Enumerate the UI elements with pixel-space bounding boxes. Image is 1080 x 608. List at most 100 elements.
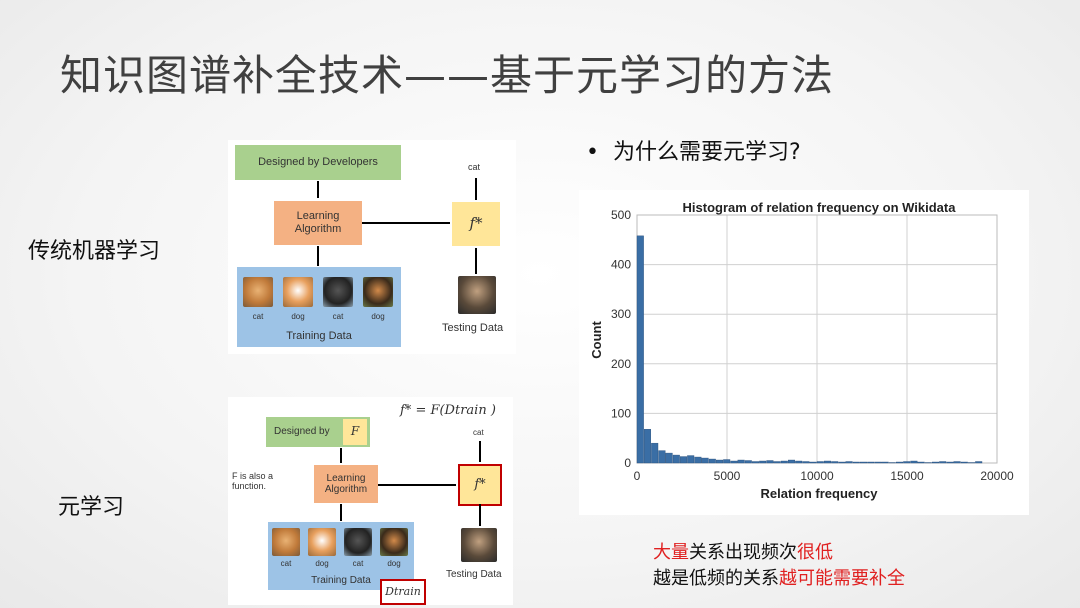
histogram-bar	[730, 460, 738, 464]
note-line-1: 大量关系出现频次很低	[653, 538, 833, 564]
histogram-bar	[773, 461, 781, 464]
traditional-ml-diagram: Designed by Developers Learning Algorith…	[228, 140, 516, 354]
d-train-box: Dtrain	[380, 579, 426, 605]
designed-by-label: Designed by	[274, 426, 330, 438]
histogram-bar	[694, 456, 702, 464]
note-line-2: 越是低频的关系越可能需要补全	[653, 564, 905, 590]
learning-algorithm-box: Learning Algorithm	[274, 201, 362, 245]
histogram-bar	[701, 457, 709, 464]
arrow-right-icon	[362, 222, 450, 224]
y-tick-label: 200	[611, 357, 631, 371]
histogram-bar	[759, 460, 767, 464]
note-2-red: 越可能需要补全	[779, 568, 905, 589]
f-star-box: f*	[452, 202, 500, 246]
histogram-bar	[816, 461, 824, 464]
y-tick-label: 0	[624, 456, 631, 470]
dog-image-b2	[380, 528, 408, 556]
histogram-bar	[802, 461, 810, 464]
histogram-bar	[809, 461, 817, 464]
x-axis-label: Relation frequency	[760, 486, 878, 501]
x-tick-label: 15000	[890, 469, 924, 483]
label-meta-learning: 元学习	[58, 495, 125, 520]
arrow-up-icon	[475, 178, 477, 200]
histogram-bar	[744, 460, 752, 464]
f-star-box-b: f*	[458, 464, 502, 506]
caption-cat: cat	[252, 312, 264, 321]
arrow-up-icon-2	[317, 246, 319, 266]
f-function-note: F is also a function.	[232, 471, 274, 491]
histogram-bar	[896, 461, 904, 464]
chart-title: Histogram of relation frequency on Wikid…	[683, 200, 957, 215]
y-tick-label: 100	[611, 406, 631, 420]
why-meta-learning-bullet: • 为什么需要元学习?	[586, 134, 801, 166]
arrow-up-icon-b2	[340, 504, 342, 521]
histogram-bar	[679, 456, 687, 464]
histogram-bar	[651, 442, 659, 464]
bullet-text: 为什么需要元学习?	[612, 140, 801, 165]
arrow-up-icon-3	[475, 248, 477, 274]
histogram-bar	[932, 461, 940, 464]
histogram-bar	[917, 461, 925, 464]
formula-text: f* = F(Dtrain )	[400, 403, 496, 418]
caption-cat-b: cat	[280, 559, 292, 568]
histogram-bar	[708, 458, 716, 464]
caption-cat-2: cat	[332, 312, 344, 321]
dog-image	[283, 277, 313, 307]
histogram-bar	[831, 461, 839, 464]
y-tick-label: 400	[611, 258, 631, 272]
histogram-bar	[852, 461, 860, 464]
histogram-bar	[665, 452, 673, 464]
histogram-bar	[737, 459, 745, 464]
caption-dog: dog	[291, 312, 305, 321]
histogram-bar	[845, 461, 853, 464]
designed-by-developers-box: Designed by Developers	[235, 145, 401, 180]
caption-dog-b: dog	[315, 559, 329, 568]
histogram-bar	[780, 460, 788, 464]
training-data-label: Training Data	[286, 330, 352, 343]
f-box: F	[343, 419, 367, 445]
training-data-label-b: Training Data	[311, 574, 371, 586]
y-tick-label: 300	[611, 307, 631, 321]
note-1-red-2: 很低	[797, 542, 833, 563]
x-tick-label: 0	[634, 469, 641, 483]
cat-image-b	[272, 528, 300, 556]
testing-data-label: Testing Data	[442, 322, 504, 334]
cat-image	[243, 277, 273, 307]
histogram-bar	[787, 459, 795, 464]
note-1-red: 大量	[653, 542, 689, 563]
histogram-bar	[939, 461, 947, 464]
y-axis-label: Count	[589, 321, 604, 359]
arrow-up-icon-b3	[479, 504, 481, 526]
histogram-bar	[766, 460, 774, 464]
cat-image-b2	[344, 528, 372, 556]
bullet-dot-icon: •	[586, 140, 613, 165]
y-tick-label: 500	[611, 208, 631, 222]
histogram-bar	[946, 461, 954, 464]
histogram-bar	[881, 461, 889, 464]
histogram-bar	[636, 235, 644, 464]
histogram-bar	[823, 460, 831, 464]
histogram-bar	[903, 461, 911, 464]
learning-algorithm-box-b: Learning Algorithm	[314, 465, 378, 503]
histogram-bar	[795, 460, 803, 464]
histogram-bar	[860, 461, 868, 464]
arrow-right-icon-b	[378, 484, 456, 486]
testing-data-label-b: Testing Data	[446, 569, 502, 580]
histogram-bar	[838, 461, 846, 464]
histogram-bar	[723, 459, 731, 464]
x-tick-label: 10000	[800, 469, 834, 483]
caption-dog-2: dog	[371, 312, 385, 321]
note-2-text: 越是低频的关系	[653, 568, 779, 589]
arrow-down-icon-b	[340, 448, 342, 463]
arrow-down-icon	[317, 181, 319, 198]
histogram-bar	[715, 459, 723, 464]
output-cat-label: cat	[468, 162, 481, 172]
x-tick-label: 20000	[980, 469, 1014, 483]
note-1-text: 关系出现频次	[689, 542, 797, 563]
test-cat-image-b	[461, 528, 497, 562]
histogram-bar	[672, 454, 680, 464]
histogram-bar	[643, 429, 651, 464]
histogram-bar	[910, 460, 918, 464]
output-cat-label-b: cat	[473, 428, 484, 437]
